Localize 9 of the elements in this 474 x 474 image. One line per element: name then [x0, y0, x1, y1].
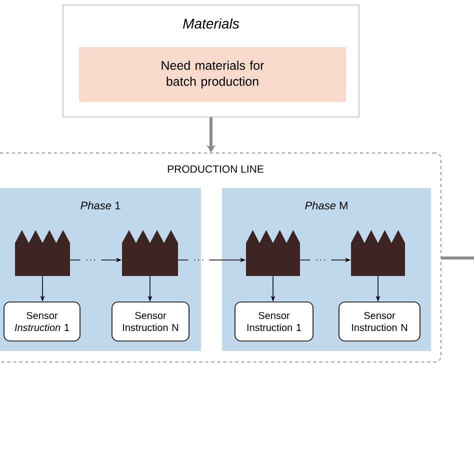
sensor-box: Sensor Instruction 1: [234, 302, 314, 342]
requirement-box: Need materials for batch production: [79, 47, 346, 102]
sensor-box: Sensor Instruction 1: [4, 302, 80, 342]
machine-icon: [15, 230, 70, 276]
sensor-box: Sensor Instruction N: [112, 302, 190, 342]
sensor-box: Sensor Instruction N: [338, 302, 420, 342]
machine-icon: [122, 230, 178, 276]
machine-icon: [246, 230, 300, 276]
machine-icon: [351, 230, 405, 276]
